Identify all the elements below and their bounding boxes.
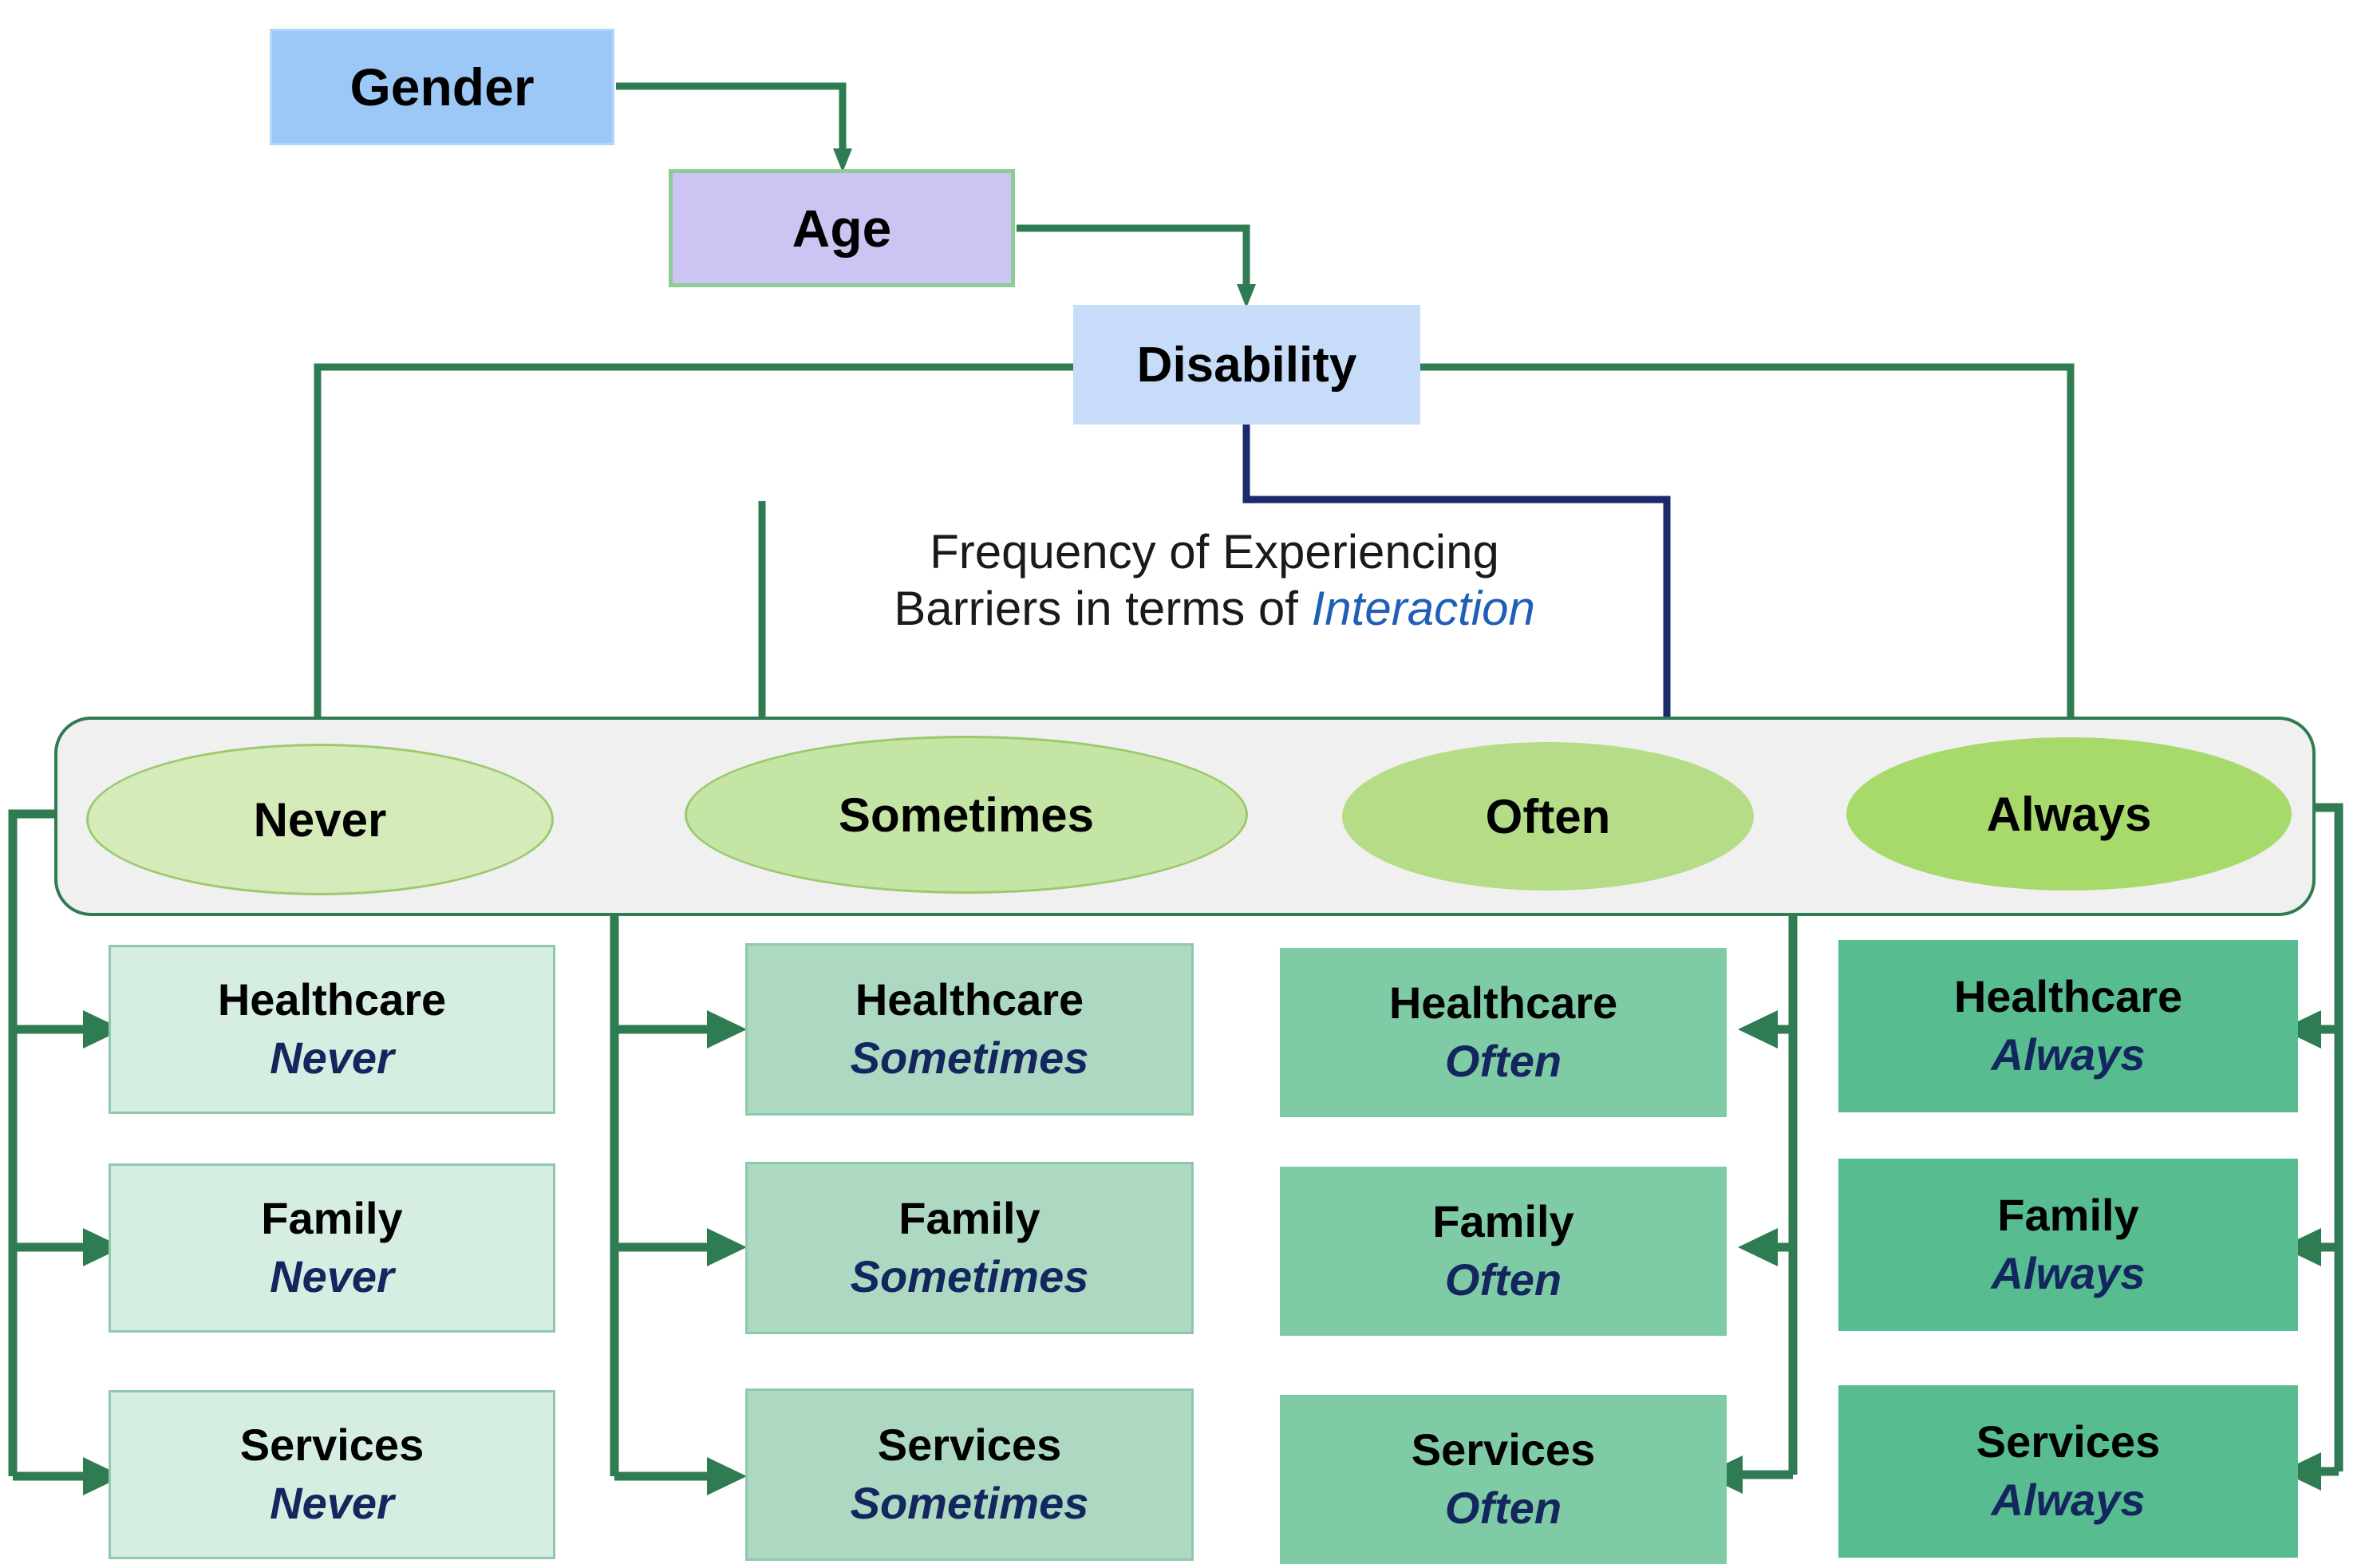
leaf-value: Never <box>270 1251 394 1301</box>
leaf-title: Healthcare <box>217 974 447 1025</box>
variable-box-disability[interactable]: Disability <box>1073 305 1420 425</box>
frequency-ellipse-never[interactable]: Never <box>86 744 554 895</box>
leaf-box[interactable]: Services Sometimes <box>745 1388 1194 1561</box>
leaf-value: Never <box>270 1478 394 1528</box>
leaf-title: Services <box>1411 1424 1596 1475</box>
frequency-ellipse-always[interactable]: Always <box>1846 737 2292 891</box>
leaf-value: Never <box>270 1033 394 1083</box>
variable-label-disability: Disability <box>1136 337 1357 393</box>
caption-block: Frequency of Experiencing Barriers in te… <box>762 501 1667 661</box>
leaf-value: Always <box>1991 1248 2146 1298</box>
leaf-title: Services <box>1976 1416 2161 1467</box>
frequency-label-always: Always <box>1986 787 2152 841</box>
leaf-box[interactable]: Family Always <box>1838 1159 2298 1331</box>
leaf-title: Family <box>1432 1196 1574 1247</box>
leaf-value: Sometimes <box>850 1478 1089 1528</box>
frequency-label-often: Often <box>1485 789 1611 843</box>
leaf-box[interactable]: Services Often <box>1280 1395 1727 1564</box>
leaf-title: Services <box>239 1420 424 1471</box>
leaf-box[interactable]: Services Always <box>1838 1385 2298 1558</box>
leaf-box[interactable]: Family Sometimes <box>745 1162 1194 1334</box>
leaf-box[interactable]: Healthcare Often <box>1280 948 1727 1117</box>
leaf-value: Sometimes <box>850 1033 1089 1083</box>
variable-box-gender[interactable]: Gender <box>270 29 614 145</box>
leaf-box[interactable]: Healthcare Always <box>1838 940 2298 1112</box>
leaf-box[interactable]: Services Never <box>109 1390 555 1559</box>
leaf-box[interactable]: Healthcare Sometimes <box>745 943 1194 1116</box>
leaf-title: Services <box>877 1420 1062 1471</box>
caption-line-1: Frequency of Experiencing <box>930 525 1499 579</box>
caption-accent-interaction: Interaction <box>1311 582 1535 635</box>
leaf-title: Family <box>261 1193 403 1244</box>
frequency-ellipse-often[interactable]: Often <box>1342 742 1754 891</box>
leaf-title: Healthcare <box>855 974 1084 1025</box>
variable-label-age: Age <box>792 199 892 258</box>
leaf-value: Always <box>1991 1029 2146 1080</box>
leaf-title: Family <box>1997 1190 2139 1241</box>
caption-line-2: Barriers in terms of Interaction <box>894 581 1535 638</box>
frequency-label-never: Never <box>253 792 387 847</box>
frequency-ellipse-sometimes[interactable]: Sometimes <box>685 736 1248 894</box>
leaf-value: Often <box>1444 1254 1562 1305</box>
leaf-value: Often <box>1444 1036 1562 1086</box>
frequency-label-sometimes: Sometimes <box>838 788 1095 842</box>
leaf-box[interactable]: Family Never <box>109 1163 555 1333</box>
leaf-title: Healthcare <box>1953 971 2183 1022</box>
leaf-title: Healthcare <box>1388 978 1618 1029</box>
variable-box-age[interactable]: Age <box>669 169 1015 287</box>
leaf-box[interactable]: Healthcare Never <box>109 945 555 1114</box>
caption-line-2-prefix: Barriers in terms of <box>894 582 1312 635</box>
leaf-value: Always <box>1991 1475 2146 1525</box>
variable-label-gender: Gender <box>349 57 535 117</box>
leaf-value: Often <box>1444 1483 1562 1533</box>
leaf-value: Sometimes <box>850 1251 1089 1301</box>
leaf-box[interactable]: Family Often <box>1280 1167 1727 1336</box>
leaf-title: Family <box>898 1193 1040 1244</box>
